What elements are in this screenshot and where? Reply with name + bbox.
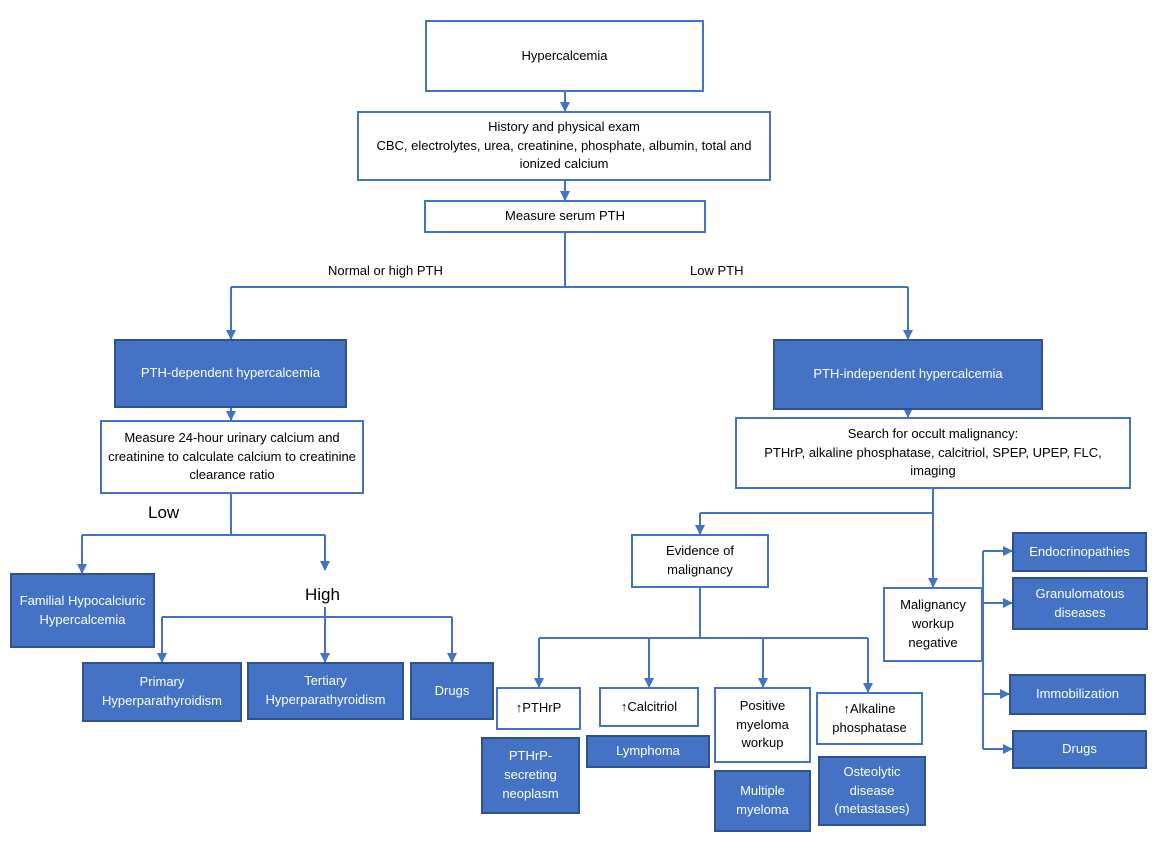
node-calcitriol-up: ↑Calcitriol: [599, 687, 699, 727]
branch-pth: [231, 233, 908, 288]
node-measure-pth: Measure serum PTH: [424, 200, 706, 233]
node-evidence-malignancy: Evidence of malignancy: [631, 534, 769, 588]
branch-high: [162, 607, 452, 618]
node-alkphos-up-text: ↑Alkaline phosphatase: [832, 700, 907, 735]
node-pth-dependent-text: PTH-dependent hypercalcemia: [140, 365, 321, 381]
node-granulomatous-text: Granulomatous diseases: [1035, 585, 1125, 620]
node-tertiary-hyperparathyroidism: Tertiary Hyperparathyroidism: [247, 662, 404, 720]
node-osteolytic-text: Osteolytic disease (metastases): [834, 763, 910, 817]
node-immobilization-text: Immobilization: [1035, 686, 1120, 702]
node-occult-text: Search for occult malignancy: PTHrP, alk…: [764, 425, 1102, 479]
node-drugs-left-text: Drugs: [434, 682, 470, 698]
node-myeloma-workup: Positive myeloma workup: [714, 687, 811, 763]
node-fhh: Familial Hypocalciuric Hypercalcemia: [10, 573, 155, 648]
label-normal-high-pth: Normal or high PTH: [328, 263, 443, 278]
node-pthrp-up-text: ↑PTHrP: [515, 700, 562, 716]
node-occult-malignancy: Search for occult malignancy: PTHrP, alk…: [735, 417, 1131, 489]
node-osteolytic: Osteolytic disease (metastases): [818, 756, 926, 826]
node-endocrinopathies: Endocrinopathies: [1012, 532, 1147, 572]
node-immobilization: Immobilization: [1009, 674, 1146, 715]
node-evidence-text: Evidence of malignancy: [666, 543, 734, 577]
node-granulomatous: Granulomatous diseases: [1012, 577, 1148, 630]
label-high: High: [305, 585, 340, 604]
node-lymphoma: Lymphoma: [586, 735, 710, 768]
node-pth-independent-text: PTH-independent hypercalcemia: [813, 366, 1003, 382]
node-drugs-right: Drugs: [1012, 730, 1147, 769]
node-hypercalcemia: Hypercalcemia: [425, 20, 704, 92]
node-alkphos-up: ↑Alkaline phosphatase: [816, 692, 923, 745]
node-pthrp-neoplasm-text: PTHrP-secreting neoplasm: [502, 748, 559, 801]
label-low: Low: [148, 503, 180, 522]
branch-urinary: [82, 494, 325, 536]
branch-occult: [700, 489, 934, 514]
node-myeloma-workup-text: Positive myeloma workup: [736, 697, 789, 751]
node-fhh-text: Familial Hypocalciuric Hypercalcemia: [19, 592, 146, 627]
branch-evidence: [539, 588, 868, 639]
node-pth-dependent: PTH-dependent hypercalcemia: [114, 339, 347, 408]
label-low-pth: Low PTH: [690, 263, 744, 278]
node-measure-pth-text: Measure serum PTH: [505, 208, 625, 224]
node-tertiary-text: Tertiary Hyperparathyroidism: [265, 673, 386, 707]
node-negative-text: Malignancy workup negative: [900, 597, 966, 650]
node-urinary-calcium-text: Measure 24-hour urinary calcium and crea…: [108, 429, 356, 483]
node-multiple-myeloma-text: Multiple myeloma: [736, 783, 789, 817]
node-lymphoma-text: Lymphoma: [616, 743, 680, 759]
node-malignancy-workup-negative: Malignancy workup negative: [883, 587, 983, 662]
node-primary-text: Primary Hyperparathyroidism: [102, 674, 222, 708]
node-history-text: History and physical exam CBC, electroly…: [376, 118, 752, 172]
node-pthrp-neoplasm: PTHrP-secreting neoplasm: [481, 737, 580, 814]
node-pthrp-up: ↑PTHrP: [496, 687, 581, 730]
node-calcitriol-up-text: ↑Calcitriol: [620, 698, 678, 714]
node-drugs-right-text: Drugs: [1062, 741, 1097, 757]
node-primary-hyperparathyroidism: Primary Hyperparathyroidism: [82, 662, 242, 722]
node-endocrinopathies-text: Endocrinopathies: [1029, 543, 1130, 559]
node-urinary-calcium: Measure 24-hour urinary calcium and crea…: [100, 420, 364, 494]
node-pth-independent: PTH-independent hypercalcemia: [773, 339, 1043, 410]
node-hypercalcemia-text: Hypercalcemia: [521, 47, 608, 63]
node-multiple-myeloma: Multiple myeloma: [714, 770, 811, 832]
node-history: History and physical exam CBC, electroly…: [357, 111, 771, 181]
node-drugs-left: Drugs: [410, 662, 494, 720]
